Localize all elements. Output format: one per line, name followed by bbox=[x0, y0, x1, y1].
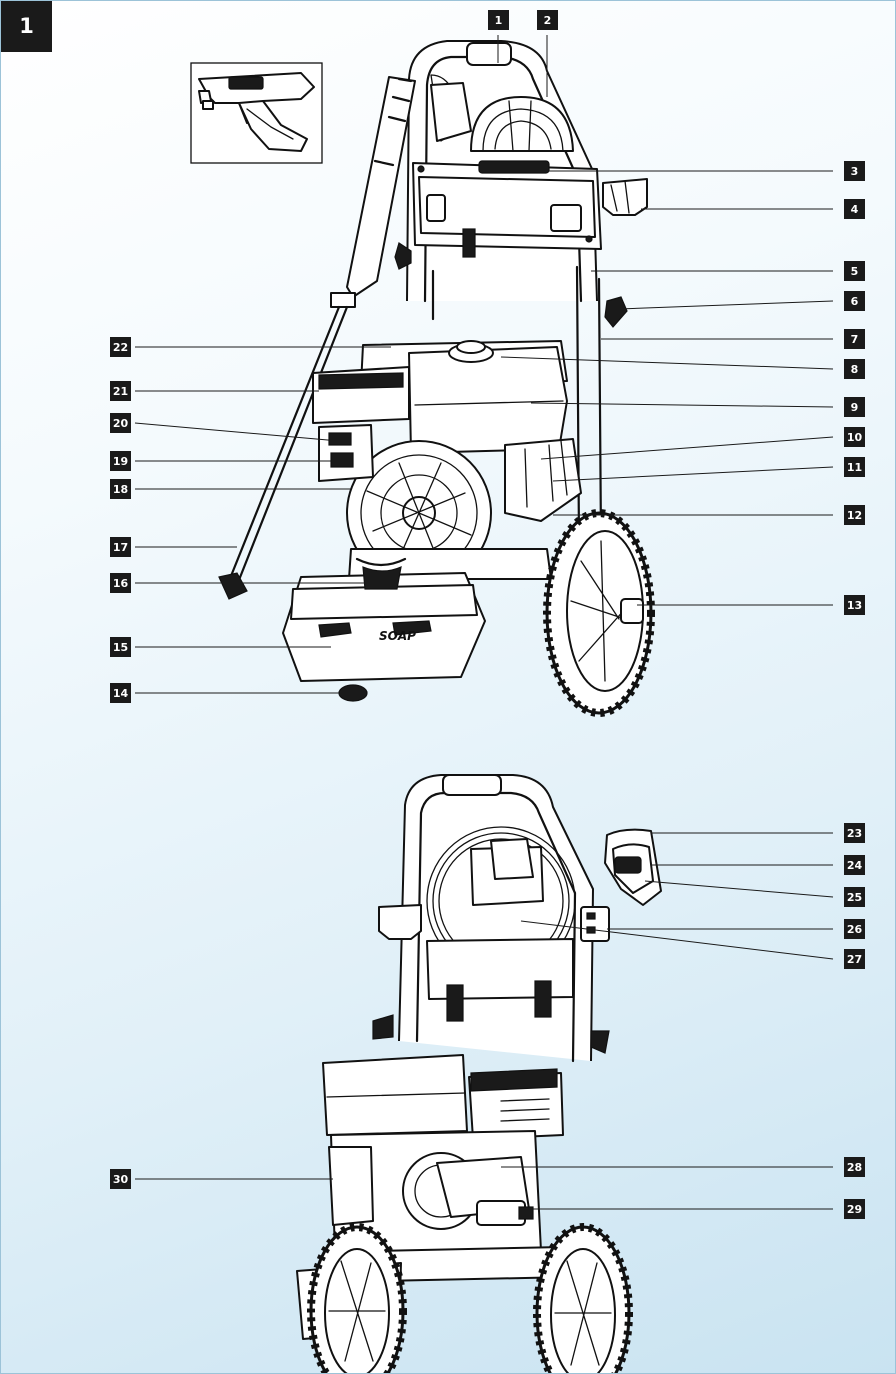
callout-13: 13 bbox=[844, 595, 865, 615]
spray-wand bbox=[218, 76, 416, 600]
callout-5: 5 bbox=[844, 261, 865, 281]
callout-21: 21 bbox=[110, 381, 131, 401]
callout-1: 1 bbox=[488, 10, 509, 30]
callout-17: 17 bbox=[110, 537, 131, 557]
callout-20: 20 bbox=[110, 413, 131, 433]
gun-holster bbox=[580, 828, 662, 942]
callout-6: 6 bbox=[844, 291, 865, 311]
callout-8: 8 bbox=[844, 359, 865, 379]
callout-9: 9 bbox=[844, 397, 865, 417]
frame-knobs bbox=[394, 228, 628, 328]
front-view bbox=[190, 40, 655, 717]
callout-3: 3 bbox=[844, 161, 865, 181]
control-panel bbox=[412, 160, 602, 250]
spray-gun-inset bbox=[190, 62, 323, 164]
callout-29: 29 bbox=[844, 1199, 865, 1219]
callout-2: 2 bbox=[537, 10, 558, 30]
callout-30: 30 bbox=[110, 1169, 131, 1189]
callout-27: 27 bbox=[844, 949, 865, 969]
callout-leaders bbox=[134, 35, 834, 1210]
rear-view bbox=[296, 774, 662, 1373]
wheel-right bbox=[543, 509, 655, 717]
soap-label: SOAP bbox=[379, 629, 416, 643]
callout-26: 26 bbox=[844, 919, 865, 939]
callout-15: 15 bbox=[110, 637, 131, 657]
callout-19: 19 bbox=[110, 451, 131, 471]
callout-22: 22 bbox=[110, 337, 131, 357]
figure-number-badge: 1 bbox=[1, 1, 52, 52]
callout-14: 14 bbox=[110, 683, 131, 703]
callout-23: 23 bbox=[844, 823, 865, 843]
accessory-holder bbox=[602, 178, 648, 216]
engine bbox=[312, 340, 582, 586]
callout-4: 4 bbox=[844, 199, 865, 219]
callout-16: 16 bbox=[110, 573, 131, 593]
callout-10: 10 bbox=[844, 427, 865, 447]
hose-reel bbox=[470, 96, 574, 152]
rear-wheels bbox=[307, 1223, 633, 1373]
callout-25: 25 bbox=[844, 887, 865, 907]
soap-tray bbox=[282, 557, 486, 702]
callout-18: 18 bbox=[110, 479, 131, 499]
callout-12: 12 bbox=[844, 505, 865, 525]
callout-28: 28 bbox=[844, 1157, 865, 1177]
callout-7: 7 bbox=[844, 329, 865, 349]
callout-24: 24 bbox=[844, 855, 865, 875]
callout-11: 11 bbox=[844, 457, 865, 477]
